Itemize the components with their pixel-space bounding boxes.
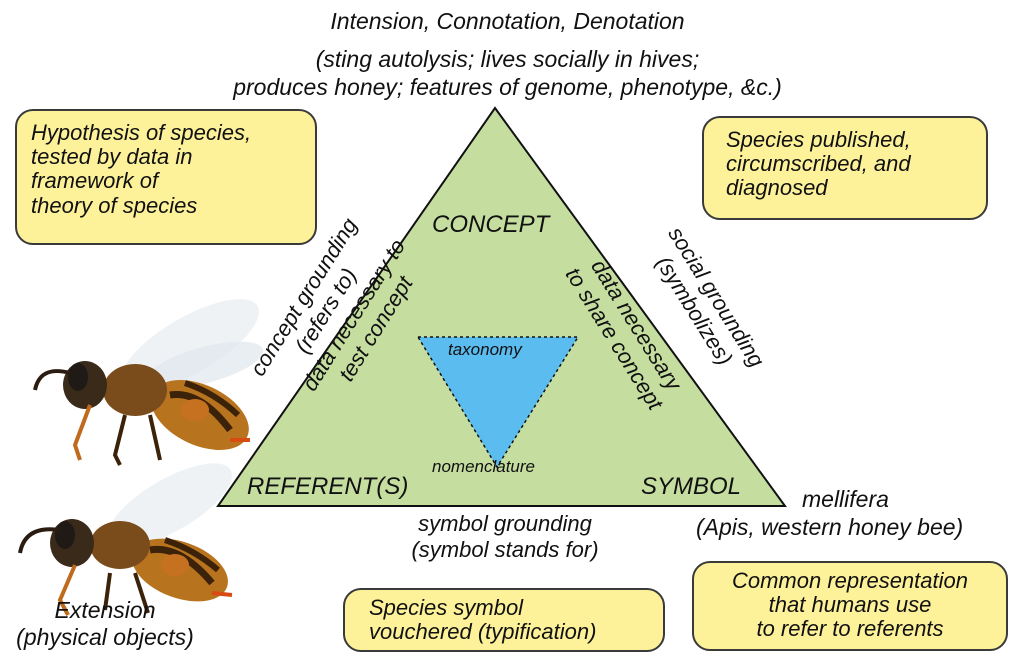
referent-label: REFERENT(S) (247, 473, 408, 501)
symbol-grounding-line-2: (symbol stands for) (355, 537, 655, 562)
honey-bee-image (20, 282, 272, 615)
nomenclature-label: nomenclature (432, 457, 535, 477)
extension-line-1: Extension (0, 597, 210, 623)
symbol-example-detail: (Apis, western honey bee) (696, 514, 963, 540)
taxonomy-label: taxonomy (448, 340, 522, 360)
symbol-example-name: mellifera (802, 486, 889, 512)
symbol-grounding-line-1: symbol grounding (355, 511, 655, 536)
symbol-label: SYMBOL (641, 473, 741, 501)
extension-line-2: (physical objects) (0, 624, 210, 650)
